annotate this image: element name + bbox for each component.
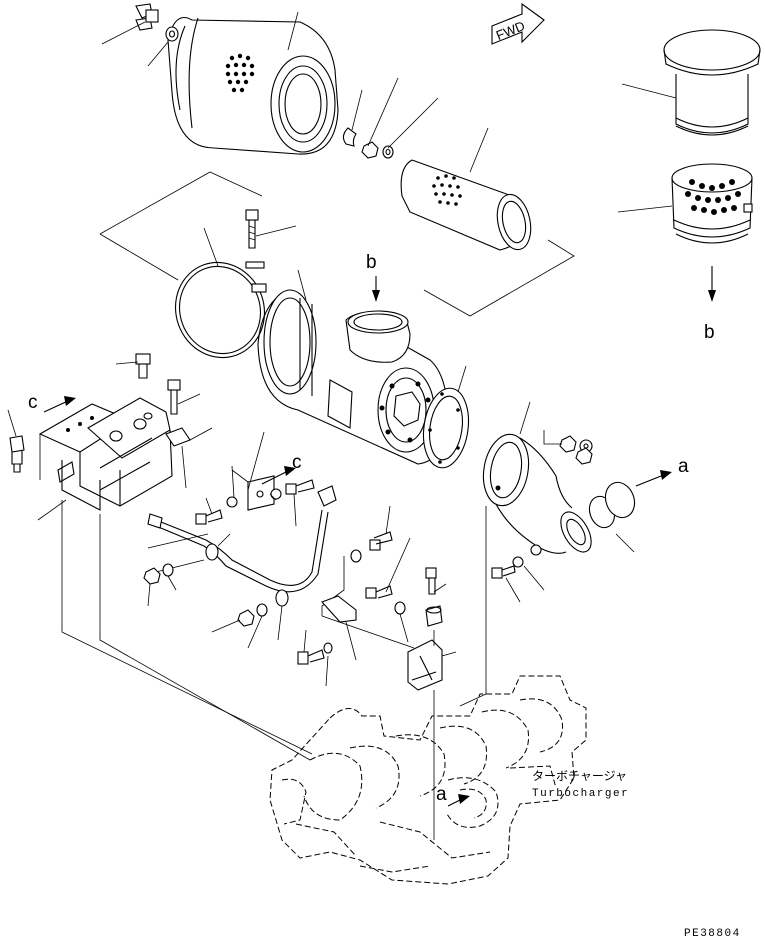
nut-icon: [237, 609, 255, 627]
pipe-bracket: [247, 475, 275, 511]
washer-icon: [323, 642, 333, 654]
nut-icon: [575, 447, 593, 465]
ref-label-b-right: b: [704, 322, 715, 343]
mounting-band: [174, 261, 267, 359]
nut-icon: [361, 141, 379, 159]
clip-icon: [342, 127, 357, 147]
bolt-icon: [167, 379, 181, 415]
bolt-icon: [285, 479, 315, 495]
ref-arrow-a-right: [635, 470, 672, 487]
engine-outline: [269, 675, 587, 885]
seal-ring-pair: [588, 481, 636, 529]
ref-label-a-lower: a: [436, 784, 447, 805]
washer-icon: [394, 601, 406, 615]
ref-arrow-b-right: [708, 266, 716, 302]
turbocharger-label-en: Turbocharger: [532, 788, 629, 800]
collar-icon: [425, 605, 443, 627]
precleaner-body: [671, 163, 753, 244]
mounting-bracket: [38, 397, 173, 511]
ref-arrow-a-lower: [447, 794, 470, 807]
indicator-hose: [147, 485, 337, 607]
washer-icon: [270, 488, 282, 500]
turbocharger-label-jp: ターボチャージャ: [532, 769, 627, 783]
support-bracket: [407, 639, 443, 691]
precleaner-holes: [685, 179, 741, 215]
outlet-elbow-pipe: [482, 433, 592, 554]
ref-arrow-c-left: [43, 396, 76, 413]
bolt-icon: [195, 509, 223, 525]
washer-icon: [165, 26, 179, 42]
washer-icon: [512, 556, 524, 568]
ref-arrow-b-top: [372, 276, 380, 302]
ref-arrow-c-mid: [261, 466, 296, 485]
washer-icon: [162, 563, 174, 577]
bolt-icon: [369, 531, 393, 551]
washer-icon: [382, 145, 394, 159]
ref-label-c-left: c: [28, 392, 38, 413]
precleaner-cap: [663, 29, 761, 136]
bolt-icon: [425, 567, 437, 595]
drawing-number: PE38804: [684, 928, 741, 940]
ref-label-a-right: a: [678, 456, 689, 477]
wing-nut-icon: [135, 3, 159, 31]
outer-element: [167, 16, 339, 155]
bolt-icon: [491, 565, 516, 579]
nut-icon: [559, 435, 577, 453]
washer-icon: [350, 549, 362, 563]
bolt-icon: [297, 649, 325, 665]
hose-stay: [321, 595, 357, 623]
bolt-icon: [245, 209, 259, 249]
washer-icon: [256, 603, 268, 617]
outlet-gasket: [422, 387, 470, 469]
ref-label-b-top: b: [366, 252, 377, 273]
bolt-icon: [365, 585, 393, 599]
ref-label-c-mid: c: [292, 452, 302, 473]
air-cleaner-body: [257, 289, 449, 465]
dust-indicator: [9, 435, 25, 473]
nut-icon: [143, 567, 161, 585]
washer-icon: [226, 496, 238, 508]
inner-element: [400, 159, 532, 251]
inner-element-perforation: [432, 174, 462, 206]
outer-element-perforation: [225, 53, 255, 93]
bolt-icon: [135, 353, 151, 379]
washer-icon: [530, 544, 542, 556]
fwd-arrow-sign: FWD: [491, 2, 545, 45]
